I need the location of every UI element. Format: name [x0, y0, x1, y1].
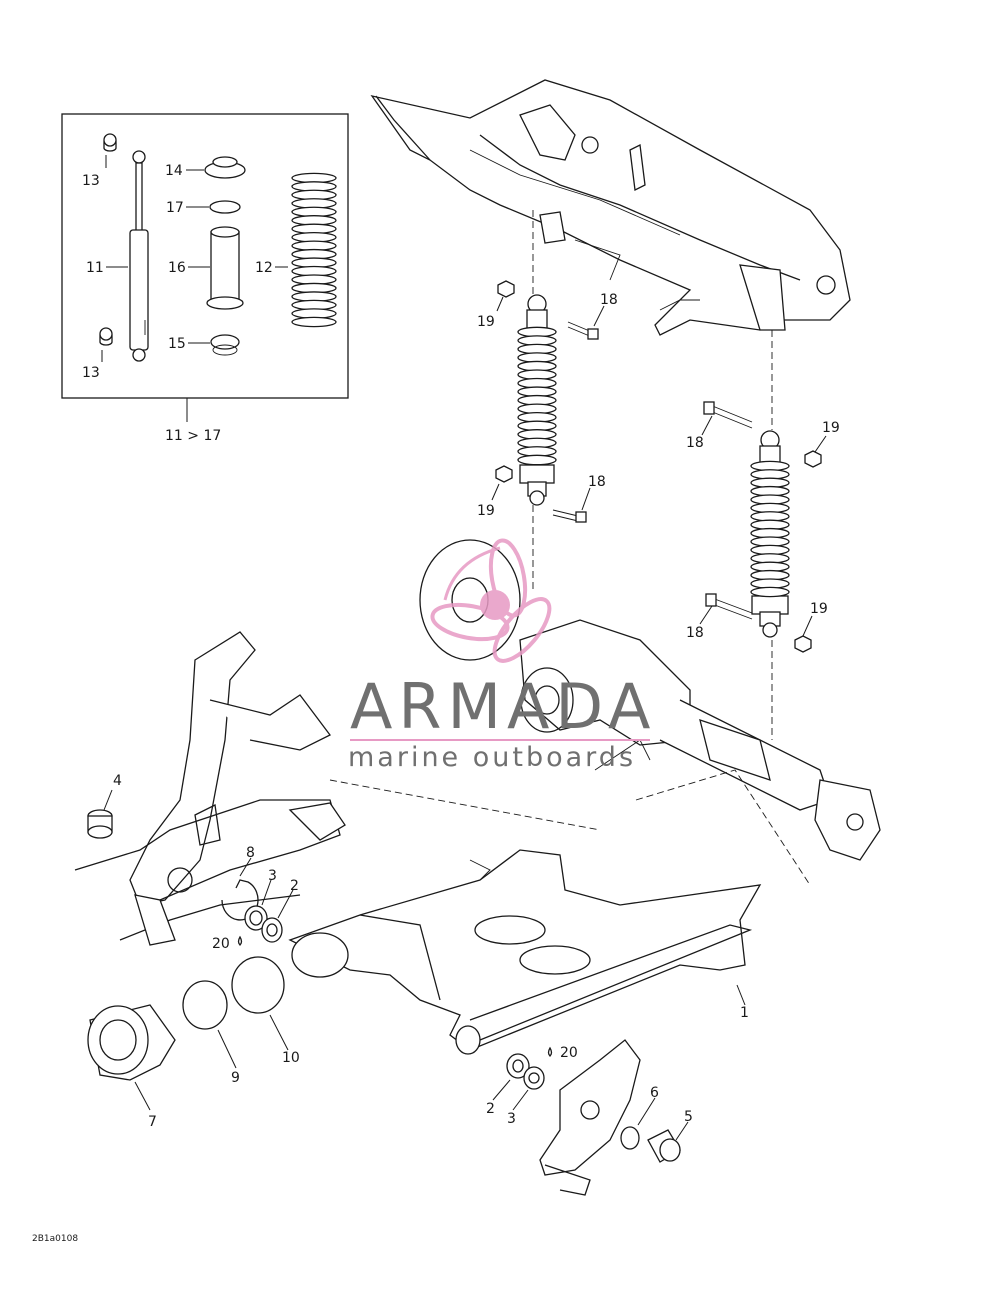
spring-retainer-part: [210, 334, 240, 356]
callout-20: 20: [560, 1045, 578, 1061]
callout-11: 11: [86, 260, 104, 276]
callout-18: 18: [686, 435, 704, 451]
coil-spring-part: [291, 172, 337, 328]
callout-19: 19: [477, 503, 495, 519]
callout-12: 12: [255, 260, 273, 276]
drawing-code: 2B1a0108: [32, 1234, 78, 1244]
callout-15: 15: [168, 336, 186, 352]
washer-part-lower: [620, 1126, 640, 1150]
callout-2: 2: [486, 1101, 495, 1117]
callout-3: 3: [268, 868, 277, 884]
bushing-part-bottom: [99, 327, 113, 346]
callout-3: 3: [507, 1111, 516, 1127]
callout-17: 17: [166, 200, 184, 216]
spring-seat-part: [204, 156, 246, 179]
mounting-bracket: [539, 1039, 641, 1176]
callout-5: 5: [684, 1109, 693, 1125]
callout-19: 19: [810, 601, 828, 617]
callout-16: 16: [168, 260, 186, 276]
armada-watermark: ARMADA marine outboards: [348, 538, 656, 773]
callout-8: 8: [246, 845, 255, 861]
armada-logo-icon: [430, 538, 552, 663]
callout-18: 18: [600, 292, 618, 308]
washer-part: [209, 200, 241, 214]
callout-4: 4: [113, 773, 122, 789]
callout-13: 13: [82, 365, 100, 381]
callout-13: 13: [82, 173, 100, 189]
spring-coil: [291, 316, 337, 328]
callout-6: 6: [650, 1085, 659, 1101]
callout-7: 7: [148, 1114, 157, 1130]
callout-20: 20: [212, 936, 230, 952]
seal-part-lower: [523, 1066, 545, 1090]
shock-components-inset: [61, 113, 349, 422]
callout-18: 18: [588, 474, 606, 490]
seal-part: [244, 905, 268, 931]
callout-10: 10: [282, 1050, 300, 1066]
nut-part: [497, 280, 515, 298]
right-shock-assembly: [750, 430, 790, 638]
bellows-boot-part: [87, 1004, 176, 1081]
nut-part: [495, 465, 513, 483]
callout-19: 19: [822, 420, 840, 436]
spring-coil: [517, 454, 557, 466]
bumper-part: [87, 809, 113, 839]
grease-drop-icon: [237, 935, 243, 946]
upper-frame: [370, 79, 851, 336]
callout-1: 1: [740, 1005, 749, 1021]
watermark-subtitle: marine outboards: [348, 742, 636, 773]
clamp-part-small: [182, 980, 228, 1030]
pivot-bolt-part: [647, 1129, 681, 1163]
grease-drop-icon: [547, 1046, 553, 1057]
bolt-part: [552, 509, 579, 522]
callout-18: 18: [686, 625, 704, 641]
callout-9: 9: [231, 1070, 240, 1086]
callout-19: 19: [477, 314, 495, 330]
kit-label: 11 > 17: [165, 428, 221, 444]
leader-lines: [101, 155, 827, 1141]
callout-14: 14: [165, 163, 183, 179]
callout-labels: 13 13 11 14 17 16 12 15 11 > 17 19 18 19…: [32, 163, 840, 1244]
callout-2: 2: [290, 878, 299, 894]
bushing-part-top: [103, 133, 117, 152]
left-shock-assembly: [517, 294, 557, 506]
bearing-part: [261, 917, 283, 943]
lower-frame: [74, 631, 346, 946]
spring-coil: [750, 586, 790, 598]
clamp-part-large: [231, 956, 285, 1014]
protective-boot-part: [206, 226, 244, 310]
shock-absorber-part: [129, 150, 149, 362]
watermark-title: ARMADA: [350, 670, 656, 743]
swing-arm: [288, 849, 762, 1055]
bearing-part-lower: [506, 1053, 530, 1079]
